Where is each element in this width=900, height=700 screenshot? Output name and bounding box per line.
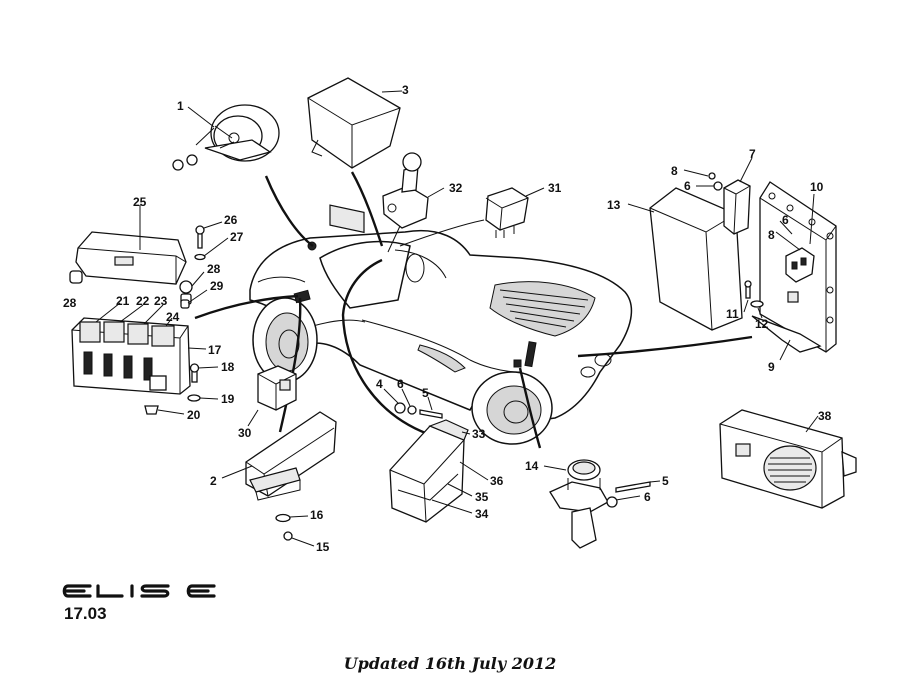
- callout-6: 6: [644, 490, 651, 504]
- callout-26: 26: [224, 213, 238, 227]
- callout-21: 21: [116, 294, 130, 308]
- callout-18: 18: [221, 360, 235, 374]
- callout-22: 22: [136, 294, 150, 308]
- callout-33: 33: [472, 427, 486, 441]
- part-8-connector: [775, 220, 815, 283]
- fasteners-11-12: [743, 280, 764, 319]
- callout-12: 12: [755, 317, 769, 331]
- callout-19: 19: [221, 392, 235, 406]
- callout-29: 29: [210, 279, 224, 293]
- footer-updated-date: Updated 16th July 2012: [343, 654, 557, 673]
- callout-17: 17: [208, 343, 222, 357]
- part-7-module: [683, 157, 753, 235]
- callout-11: 11: [726, 307, 739, 321]
- part-33-36-relay-pack: [389, 419, 489, 523]
- callout-6: 6: [782, 213, 789, 227]
- callout-5: 5: [662, 474, 669, 488]
- callout-9: 9: [768, 360, 775, 374]
- callout-28: 28: [63, 296, 77, 310]
- part-13-cover-panel: [627, 187, 743, 331]
- part-1-horn: [172, 104, 280, 171]
- callout-32: 32: [449, 181, 463, 195]
- callout-8: 8: [671, 164, 678, 178]
- callout-13: 13: [607, 198, 621, 212]
- callout-23: 23: [154, 294, 168, 308]
- callout-5: 5: [422, 386, 429, 400]
- callout-8: 8: [768, 228, 775, 242]
- part-25-fusebox-cover: [75, 205, 187, 285]
- callout-34: 34: [475, 507, 489, 521]
- part-3-control-module: [307, 77, 403, 234]
- callout-4: 4: [376, 377, 383, 391]
- fasteners-18-20: [144, 363, 219, 415]
- callout-36: 36: [490, 474, 504, 488]
- part-2-ecu: [221, 411, 337, 547]
- part-17-relay-box: [71, 302, 207, 395]
- callout-35: 35: [475, 490, 489, 504]
- callout-2: 2: [210, 474, 217, 488]
- car-body: [249, 229, 633, 445]
- callout-15: 15: [316, 540, 330, 554]
- part-30-module: [247, 365, 297, 427]
- part-38-speaker-unit: [719, 409, 857, 509]
- callout-7: 7: [749, 147, 756, 161]
- document-code: 17.03: [64, 604, 107, 623]
- callout-16: 16: [310, 508, 324, 522]
- callout-20: 20: [187, 408, 201, 422]
- callout-1: 1: [177, 99, 184, 113]
- part-32-ignition-switch: [382, 152, 445, 229]
- elise-brand-logo: [62, 584, 216, 598]
- engine-cover-vents: [499, 289, 589, 328]
- callout-labels: 1 3 32 31 25 26 27 28 29 28 21 22 23 24 …: [63, 83, 832, 554]
- fasteners-4-6: [383, 388, 443, 419]
- callout-6: 6: [684, 179, 691, 193]
- fasteners-26-29: [69, 221, 229, 309]
- location-leader-lines: [194, 171, 753, 449]
- callout-31: 31: [548, 181, 562, 195]
- part-31-relay: [485, 187, 545, 238]
- callout-10: 10: [810, 180, 824, 194]
- callout-14: 14: [525, 459, 539, 473]
- callout-3: 3: [402, 83, 409, 97]
- part-14-sensor: [543, 459, 661, 549]
- callout-6: 6: [397, 377, 404, 391]
- callout-24: 24: [166, 310, 180, 324]
- callout-27: 27: [230, 230, 244, 244]
- callout-28: 28: [207, 262, 221, 276]
- callout-30: 30: [238, 426, 252, 440]
- callout-38: 38: [818, 409, 832, 423]
- callout-25: 25: [133, 195, 147, 209]
